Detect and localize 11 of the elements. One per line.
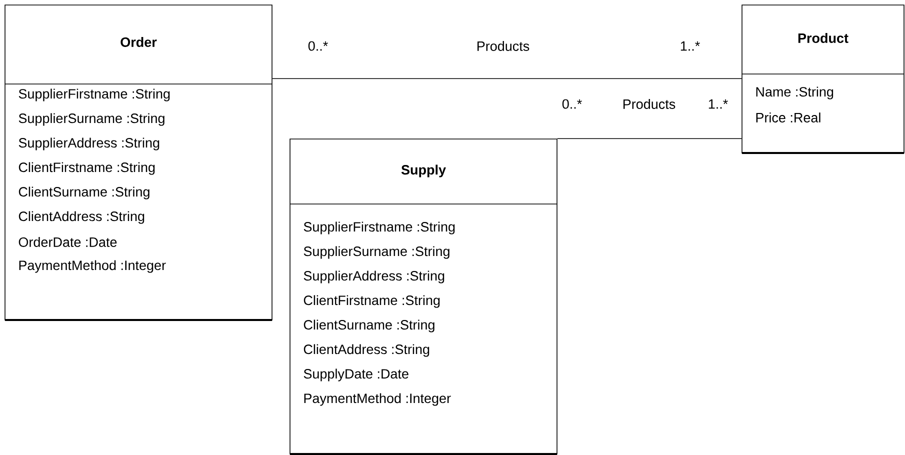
association-line xyxy=(272,78,742,79)
association-line xyxy=(557,138,742,139)
multiplicity-label: 1..* xyxy=(680,41,700,51)
multiplicity-label: 0..* xyxy=(562,99,582,109)
edge-label: Products xyxy=(623,99,676,109)
multiplicity-label: 1..* xyxy=(708,99,728,109)
edge-label: Products xyxy=(477,41,530,51)
multiplicity-label: 0..* xyxy=(308,41,328,51)
class-box: Product Name :String Price :Real xyxy=(742,4,904,154)
class-box: Supply SupplierFirstname :String SupplierSurname :String SupplierAddress :String ClientFirstname :String ClientSurname :String ClientAddress :String SupplyDate :Date PaymentMethod :Integer xyxy=(290,138,558,455)
class-box: Order SupplierFirstname :String SupplierSurname :String SupplierAddress :String ClientFirstname :String ClientSurname :String ClientAddress :String OrderDate :Date PaymentMethod :Integer xyxy=(4,4,272,321)
